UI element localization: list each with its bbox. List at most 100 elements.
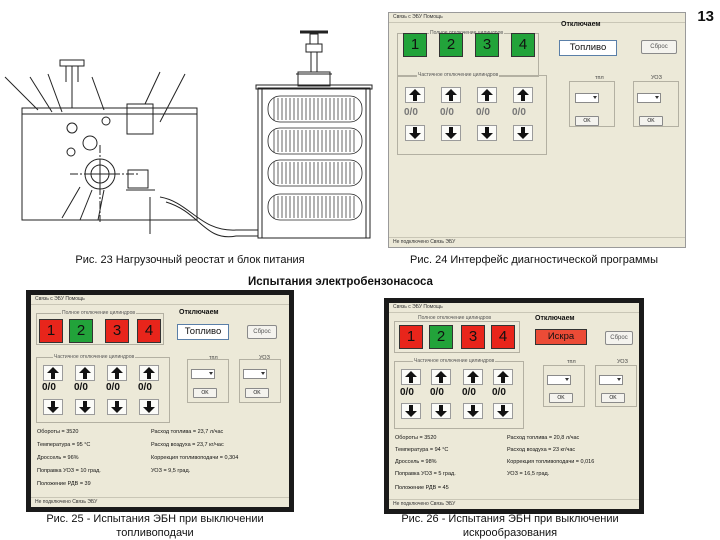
stat-fuel-correction: Коррекция топливоподачи = 0,016 xyxy=(507,459,595,465)
reset-button[interactable]: Сброс xyxy=(247,325,277,339)
stat-throttle: Дроссель = 98% xyxy=(395,459,437,465)
cylinder-1-toggle[interactable]: 1 xyxy=(39,319,63,343)
cyl4-ratio: 0/0 xyxy=(138,382,152,393)
cylinder-3-toggle[interactable]: 3 xyxy=(105,319,129,343)
uoz-ok-button[interactable]: OK xyxy=(601,393,625,403)
cyl3-decrease-button[interactable] xyxy=(477,125,497,141)
cyl4-decrease-button[interactable] xyxy=(513,125,533,141)
cylinder-3-toggle[interactable]: 3 xyxy=(461,325,485,349)
stat-rpm: Обороты = 3520 xyxy=(395,435,437,441)
cyl2-increase-button[interactable] xyxy=(431,369,451,385)
reset-button[interactable]: Сброс xyxy=(605,331,633,345)
stat-fuel-correction: Коррекция топливоподачи = 0,304 xyxy=(151,455,239,461)
cyl2-increase-button[interactable] xyxy=(75,365,95,381)
uoz-ok-button[interactable]: OK xyxy=(245,388,269,398)
cylinder-2-toggle[interactable]: 2 xyxy=(439,33,463,57)
status-bar: Не подключено Связь ЭБУ xyxy=(389,237,685,247)
menu-bar[interactable]: Связь с ЭБУ Помощь xyxy=(389,13,685,23)
cyl4-decrease-button[interactable] xyxy=(493,403,513,419)
cyl4-decrease-button[interactable] xyxy=(139,399,159,415)
cyl2-decrease-button[interactable] xyxy=(75,399,95,415)
tpl-select[interactable] xyxy=(575,93,599,103)
cyl1-ratio: 0/0 xyxy=(42,382,56,393)
tpl-ok-button[interactable]: OK xyxy=(193,388,217,398)
cylinder-4-toggle[interactable]: 4 xyxy=(511,33,535,57)
status-bar: Не подключено Связь ЭБУ xyxy=(31,497,289,507)
cyl3-increase-button[interactable] xyxy=(107,365,127,381)
resistor-rack xyxy=(257,87,371,239)
figure-26-caption-line2: искрообразования xyxy=(462,527,558,539)
figure-23-caption: Рис. 23 Нагрузочный реостат и блок питан… xyxy=(75,254,305,266)
uoz-select[interactable] xyxy=(637,93,661,103)
figure-24-window: Связь с ЭБУ Помощь Полное отключение цил… xyxy=(388,12,686,248)
stat-uoz-correction: Поправка УОЗ = 10 град. xyxy=(37,468,101,474)
cylinder-1-toggle[interactable]: 1 xyxy=(399,325,423,349)
tpl-group xyxy=(569,81,615,127)
cyl2-decrease-button[interactable] xyxy=(441,125,461,141)
cylinder-4-toggle[interactable]: 4 xyxy=(491,325,515,349)
menu-bar[interactable]: Связь с ЭБУ Помощь xyxy=(389,303,639,313)
fuel-cutoff-button[interactable]: Топливо xyxy=(559,40,617,56)
uoz-select[interactable] xyxy=(599,375,623,385)
uoz-label: УОЗ xyxy=(651,75,662,81)
stat-rdv-position: Положение РДВ = 39 xyxy=(37,481,91,487)
reset-button[interactable]: Сброс xyxy=(641,40,677,54)
cyl1-increase-button[interactable] xyxy=(43,365,63,381)
tpl-ok-button[interactable]: OK xyxy=(549,393,573,403)
fuel-cutoff-button[interactable]: Топливо xyxy=(177,324,229,340)
full-cutoff-group-label: Полное отключение цилиндров xyxy=(417,315,493,321)
cylinder-4-toggle[interactable]: 4 xyxy=(137,319,161,343)
stat-rdv-position: Положение РДВ = 45 xyxy=(395,485,449,491)
stat-throttle: Дроссель = 96% xyxy=(37,455,79,461)
cylinder-1-toggle[interactable]: 1 xyxy=(403,33,427,57)
cylinder-2-toggle[interactable]: 2 xyxy=(69,319,93,343)
cyl4-ratio: 0/0 xyxy=(512,107,526,118)
tpl-group xyxy=(543,365,585,407)
tpl-label: тпл xyxy=(595,75,604,81)
cyl4-increase-button[interactable] xyxy=(139,365,159,381)
cyl4-increase-button[interactable] xyxy=(513,87,533,103)
spark-cutoff-button[interactable]: Искра xyxy=(535,329,587,345)
uoz-select[interactable] xyxy=(243,369,267,379)
partial-cutoff-group-label: Частичное отключение цилиндров xyxy=(413,358,496,364)
stat-rpm: Обороты = 3520 xyxy=(37,429,79,435)
tpl-ok-button[interactable]: OK xyxy=(575,116,599,126)
uoz-label: УОЗ xyxy=(259,355,270,361)
tpl-select[interactable] xyxy=(547,375,571,385)
figure-23-drawing xyxy=(4,30,373,239)
cyl1-increase-button[interactable] xyxy=(401,369,421,385)
page-number: 13 xyxy=(697,8,714,25)
cyl3-ratio: 0/0 xyxy=(462,387,476,398)
cyl2-ratio: 0/0 xyxy=(430,387,444,398)
figure-26-caption: Рис. 26 - Испытания ЭБН при выключении и… xyxy=(380,512,640,540)
figure-24-caption: Рис. 24 Интерфейс диагностической програ… xyxy=(409,254,659,266)
uoz-group xyxy=(595,365,637,407)
cyl2-decrease-button[interactable] xyxy=(431,403,451,419)
tpl-label: тпл xyxy=(209,355,218,361)
stat-uoz: УОЗ = 9,5 град. xyxy=(151,468,191,474)
stat-air-consumption: Расход воздуха = 23,7 кг/час xyxy=(151,442,224,448)
cyl3-decrease-button[interactable] xyxy=(107,399,127,415)
cylinder-2-toggle[interactable]: 2 xyxy=(429,325,453,349)
status-bar: Не подключено Связь ЭБУ xyxy=(389,499,639,509)
uoz-label: УОЗ xyxy=(617,359,628,365)
stat-uoz-correction: Поправка УОЗ = 5 град. xyxy=(395,471,456,477)
cyl1-decrease-button[interactable] xyxy=(43,399,63,415)
uoz-ok-button[interactable]: OK xyxy=(639,116,663,126)
cylinder-3-toggle[interactable]: 3 xyxy=(475,33,499,57)
menu-bar[interactable]: Связь с ЭБУ Помощь xyxy=(31,295,289,305)
tpl-select[interactable] xyxy=(191,369,215,379)
cyl1-decrease-button[interactable] xyxy=(405,125,425,141)
cyl1-increase-button[interactable] xyxy=(405,87,425,103)
cyl3-decrease-button[interactable] xyxy=(463,403,483,419)
section-title: Испытания электробензонасоса xyxy=(248,276,433,288)
cyl2-increase-button[interactable] xyxy=(441,87,461,103)
figure-25-caption: Рис. 25 - Испытания ЭБН при выключении т… xyxy=(20,512,290,540)
cyl4-increase-button[interactable] xyxy=(493,369,513,385)
partial-cutoff-group-label: Частичное отключение цилиндров xyxy=(53,354,136,360)
cyl3-increase-button[interactable] xyxy=(477,87,497,103)
cyl3-ratio: 0/0 xyxy=(106,382,120,393)
cyl1-decrease-button[interactable] xyxy=(401,403,421,419)
stat-temperature: Температура = 94 °C xyxy=(395,447,449,453)
cyl3-increase-button[interactable] xyxy=(463,369,483,385)
